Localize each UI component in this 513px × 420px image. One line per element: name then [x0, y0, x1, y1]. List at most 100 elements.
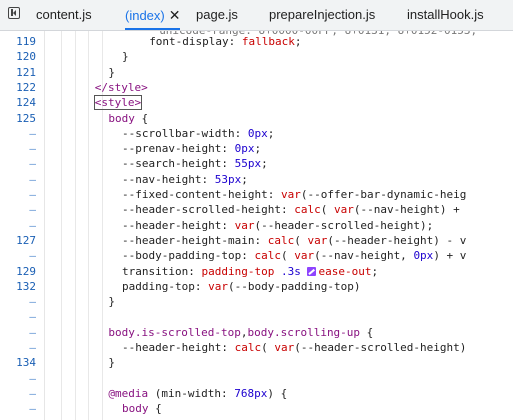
line-number[interactable]: – — [29, 371, 36, 385]
code-line[interactable]: --scrollbar-width: 0px; — [122, 126, 274, 141]
code-line[interactable]: font-display: fallback; — [149, 34, 301, 49]
code-token: @media — [108, 386, 149, 400]
line-number[interactable]: – — [29, 341, 36, 354]
editor-tab-bar: content.js (index)✕ page.js prepareInjectio… — [0, 0, 513, 31]
code-token: --scrollbar-width — [122, 126, 235, 140]
easing-editor-icon[interactable] — [307, 266, 317, 276]
line-number[interactable]: 125 — [16, 111, 36, 125]
code-token: body.scrolling-up — [247, 325, 361, 339]
code-line[interactable]: --body-padding-top: calc( var(--nav-heig… — [122, 248, 466, 263]
code-line[interactable]: --header-height-main: calc( var(--header… — [122, 233, 466, 248]
line-number[interactable]: 129 — [16, 264, 36, 278]
indent-guide — [61, 31, 62, 420]
code-token: --nav-height — [122, 172, 202, 186]
line-number[interactable]: – — [29, 126, 36, 140]
code-token: ; — [294, 35, 302, 48]
code-line[interactable]: transition: padding-top .3s ease-out; — [122, 264, 378, 279]
line-number[interactable]: – — [29, 295, 36, 309]
tab-prepareinjection-js[interactable]: prepareInjection.js — [269, 0, 375, 30]
code-token: (--body-padding-top) — [227, 279, 361, 293]
line-number[interactable]: 132 — [16, 279, 36, 293]
line-number[interactable]: – — [29, 249, 36, 263]
line-number[interactable]: 134 — [16, 356, 36, 370]
code-line[interactable]: --header-height: calc( var(--header-scro… — [122, 340, 466, 355]
code-line[interactable]: padding-top: var(--body-padding-top) — [122, 279, 360, 294]
code-line[interactable]: --prenav-height: 0px; — [122, 141, 261, 156]
line-number[interactable]: – — [29, 402, 36, 416]
code-line[interactable]: </style> — [95, 80, 148, 95]
code-token: ( — [261, 341, 275, 354]
line-number[interactable]: 119 — [16, 35, 36, 48]
code-token: var — [294, 249, 315, 263]
code-token: fallback — [241, 35, 295, 48]
line-number[interactable]: 121 — [16, 65, 36, 79]
line-number[interactable]: – — [29, 157, 36, 171]
code-line[interactable]: --header-scrolled-height: calc( var(--na… — [122, 202, 460, 217]
code-token: padding-top — [201, 264, 275, 278]
tab-index[interactable]: (index)✕ — [125, 0, 181, 30]
code-token: body — [122, 402, 149, 416]
code-line[interactable]: <style> — [93, 95, 143, 111]
code-token: --fixed-content-height — [122, 188, 268, 201]
code-token: --header-height — [122, 341, 222, 354]
line-number[interactable]: – — [29, 203, 36, 217]
code-token: : — [280, 203, 295, 217]
line-number[interactable]: – — [29, 172, 36, 186]
code-token: (--nav-height) + — [353, 203, 460, 217]
line-number[interactable]: – — [29, 325, 36, 339]
code-line[interactable]: --search-height: 55px; — [122, 156, 268, 171]
close-tab-icon[interactable]: ✕ — [168, 7, 181, 23]
code-token: : — [254, 233, 268, 247]
code-token: ; — [267, 126, 275, 140]
code-token: : — [267, 188, 281, 201]
code-line[interactable]: --header-height: var(--header-scrolled-h… — [122, 218, 433, 233]
line-number[interactable]: – — [29, 142, 36, 156]
code-token: 53px — [214, 172, 242, 186]
code-line[interactable]: --nav-height: 53px; — [122, 172, 248, 187]
line-number[interactable]: – — [29, 218, 36, 232]
code-line[interactable]: } — [108, 355, 115, 370]
code-token: : — [201, 172, 215, 186]
line-number[interactable]: – — [29, 386, 36, 400]
code-line[interactable]: --fixed-content-height: var(--offer-bar-… — [122, 187, 466, 202]
line-number[interactable]: 127 — [16, 233, 36, 247]
code-token: (--header-scrolled-height) — [294, 341, 467, 354]
line-number[interactable]: – — [29, 188, 36, 201]
code-token: var — [234, 218, 255, 232]
code-token: ease-out — [318, 264, 372, 278]
line-number[interactable]: – — [29, 310, 36, 324]
code-token: ; — [371, 264, 379, 278]
code-token: var — [333, 203, 354, 217]
tab-page-js[interactable]: page.js — [196, 0, 238, 30]
line-number[interactable]: 122 — [16, 80, 36, 94]
code-token: calc — [294, 203, 321, 217]
tab-installhook-js[interactable]: installHook.js — [407, 0, 484, 30]
code-token: ( — [320, 203, 334, 217]
tab-content-js[interactable]: content.js — [36, 0, 92, 30]
line-number[interactable]: 120 — [16, 50, 36, 64]
line-number[interactable]: 124 — [16, 96, 36, 110]
toggle-navigator-icon[interactable] — [8, 7, 20, 19]
code-token: : — [228, 35, 242, 48]
code-token: ) { — [267, 386, 288, 400]
code-token: : — [221, 218, 235, 232]
tab-label: (index) — [125, 8, 165, 23]
code-token: </style> — [94, 80, 148, 94]
code-line[interactable]: } — [108, 294, 115, 309]
code-token: : — [234, 126, 248, 140]
code-token: --search-height — [122, 157, 222, 171]
code-token: font-display — [149, 35, 229, 48]
code-token: , — [240, 325, 248, 339]
code-line[interactable]: body { — [108, 111, 148, 126]
code-token: body — [108, 111, 135, 125]
code-line[interactable]: body { — [122, 401, 162, 416]
code-line[interactable]: @media (min-width: 768px) { — [108, 386, 287, 401]
tab-label: page.js — [196, 7, 238, 22]
code-token: 0px — [247, 126, 268, 140]
indent-guide — [101, 31, 103, 420]
code-line[interactable]: } — [108, 65, 115, 80]
code-line[interactable]: } — [122, 49, 129, 64]
code-token: ; — [241, 172, 248, 186]
code-line[interactable]: body.is-scrolled-top,body.scrolling-up { — [108, 325, 373, 340]
